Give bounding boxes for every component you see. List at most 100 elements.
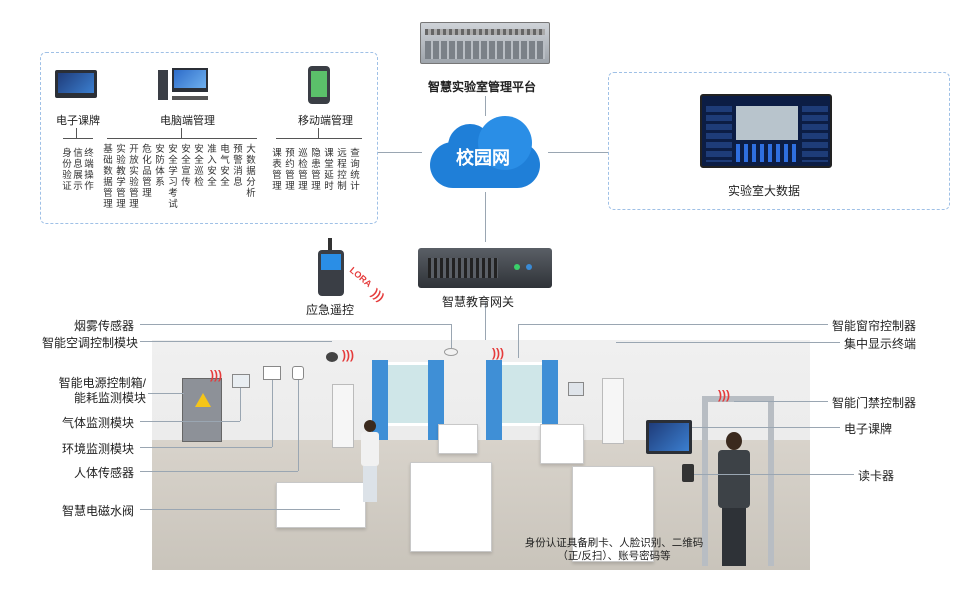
- computer-icon: [158, 68, 208, 102]
- label-env-module: 环境监测模块: [62, 442, 135, 456]
- item-access-safety: 准入安全: [207, 144, 217, 188]
- item-basic-data: 基础数据管理: [103, 144, 113, 210]
- item-patrol: 巡检管理: [298, 148, 308, 192]
- leader-gas-up: [240, 388, 241, 421]
- remote-label: 应急遥控: [306, 303, 355, 317]
- curtain-left-a: [372, 360, 388, 440]
- item-open-lab: 开放实验管理: [129, 144, 139, 210]
- item-alert-msg: 预警消息: [233, 144, 243, 188]
- gateway-icon: [418, 248, 552, 288]
- item-teaching: 实验教学管理: [116, 144, 126, 210]
- lab-bench-front-left: [410, 462, 492, 552]
- platform-label: 智慧实验室管理平台: [428, 80, 537, 94]
- leader-env-up: [272, 380, 273, 447]
- item-query-stats: 查询统计: [350, 148, 360, 192]
- smoke-sensor-device: [444, 348, 458, 356]
- leader-reader: [694, 474, 854, 475]
- leader-gas: [140, 421, 240, 422]
- leader-class-card: [692, 427, 840, 428]
- item-remote-control: 远程控制: [337, 148, 347, 192]
- item-hazchem: 危化品管理: [142, 144, 152, 199]
- curtain-right-a: [486, 360, 502, 440]
- leader-ac: [140, 341, 332, 342]
- item-booking: 预约管理: [285, 148, 295, 192]
- leader-valve: [140, 509, 340, 510]
- item-terminal-op: 终端操作: [84, 148, 94, 192]
- visitor-figure: [714, 432, 754, 570]
- human-sensor-device: [292, 366, 304, 380]
- group-title-mobile: 移动端管理: [298, 115, 353, 127]
- group-title-class-card: 电子课牌: [56, 115, 100, 127]
- item-info-display: 信息展示: [73, 148, 83, 192]
- leader-smoke: [140, 324, 452, 325]
- leader-human: [140, 471, 298, 472]
- display-terminal-device: [568, 382, 584, 396]
- leader-smoke-drop: [451, 324, 452, 348]
- env-sensor-device: [263, 366, 281, 380]
- lab-bench-back-right: [540, 424, 584, 464]
- tree-line-g2: [107, 138, 257, 139]
- leader-door: [734, 401, 828, 402]
- link-cloud-gateway: [485, 192, 486, 242]
- label-card-reader: 读卡器: [858, 469, 895, 483]
- item-hazard: 隐患管理: [311, 148, 321, 192]
- access-door-frame: [702, 396, 774, 566]
- label-curtain-controller: 智能窗帘控制器: [832, 319, 917, 333]
- item-security: 安防体系: [155, 144, 165, 188]
- item-bigdata-analysis: 大数据分析: [246, 144, 256, 199]
- label-display-terminal: 集中显示终端: [844, 337, 917, 351]
- camera-device: [326, 352, 338, 362]
- label-class-card: 电子课牌: [844, 422, 893, 436]
- dashboard-screen: [700, 94, 832, 168]
- label-power-box: 智能电源控制箱/能耗监测模块: [58, 376, 146, 405]
- item-safety-promo: 安全宣传: [181, 144, 191, 188]
- label-ac-module: 智能空调控制模块: [42, 336, 139, 350]
- curtain-right-b: [542, 360, 558, 440]
- lab-bench-back-left: [438, 424, 478, 454]
- leader-env: [140, 447, 272, 448]
- signal-icon-door: ))): [718, 388, 730, 402]
- label-smoke-sensor: 烟雾传感器: [74, 319, 135, 333]
- remote-controller-icon: [318, 238, 344, 296]
- signal-icon-power: ))): [210, 368, 222, 382]
- link-panel-cloud: [378, 152, 422, 153]
- leader-display: [616, 342, 840, 343]
- class-card-device-icon: [55, 70, 97, 98]
- electronic-class-card-device: [646, 420, 692, 454]
- lab-bench-front-right: [572, 466, 654, 562]
- tree-line-g3: [276, 138, 362, 139]
- leader-power: [148, 393, 184, 394]
- group-title-pc: 电脑端管理: [160, 115, 215, 127]
- bigdata-label: 实验室大数据: [728, 184, 801, 198]
- mobile-phone-icon: [308, 66, 330, 104]
- tree-stem-g1: [76, 128, 77, 138]
- gateway-label: 智慧教育网关: [442, 295, 515, 309]
- leader-curtain-drop: [518, 324, 519, 358]
- leader-human-up: [298, 380, 299, 471]
- tree-stem-g3: [318, 128, 319, 138]
- air-conditioner-right: [602, 378, 624, 444]
- air-conditioner: [332, 384, 354, 448]
- label-human-sensor: 人体传感器: [74, 466, 135, 480]
- network-label: 校园网: [456, 148, 510, 168]
- item-identity: 身份验证: [62, 148, 72, 192]
- leader-curtain: [518, 324, 828, 325]
- item-safety-exam: 安全学习考试: [168, 144, 178, 210]
- student-figure: [358, 420, 382, 504]
- power-control-box: [182, 378, 222, 442]
- signal-icon-curtain: ))): [492, 346, 504, 360]
- label-water-valve: 智慧电磁水阀: [62, 504, 135, 518]
- link-gateway-room: [485, 302, 486, 340]
- lora-signal-icon: ))): [368, 285, 388, 305]
- sink-bench: [276, 482, 366, 528]
- auth-note: 身份认证具备刷卡、人脸识别、二维码（正/反扫）、账号密码等: [524, 537, 704, 562]
- signal-icon-ac: ))): [342, 348, 354, 362]
- item-safety-patrol: 安全巡检: [194, 144, 204, 188]
- item-electric-safety: 电气安全: [220, 144, 230, 188]
- cloud-icon: [420, 112, 550, 192]
- tree-stem-g2: [181, 128, 182, 138]
- label-door-controller: 智能门禁控制器: [832, 396, 917, 410]
- link-platform-cloud: [485, 96, 486, 116]
- card-reader-device: [682, 464, 694, 482]
- server-icon: [420, 22, 550, 64]
